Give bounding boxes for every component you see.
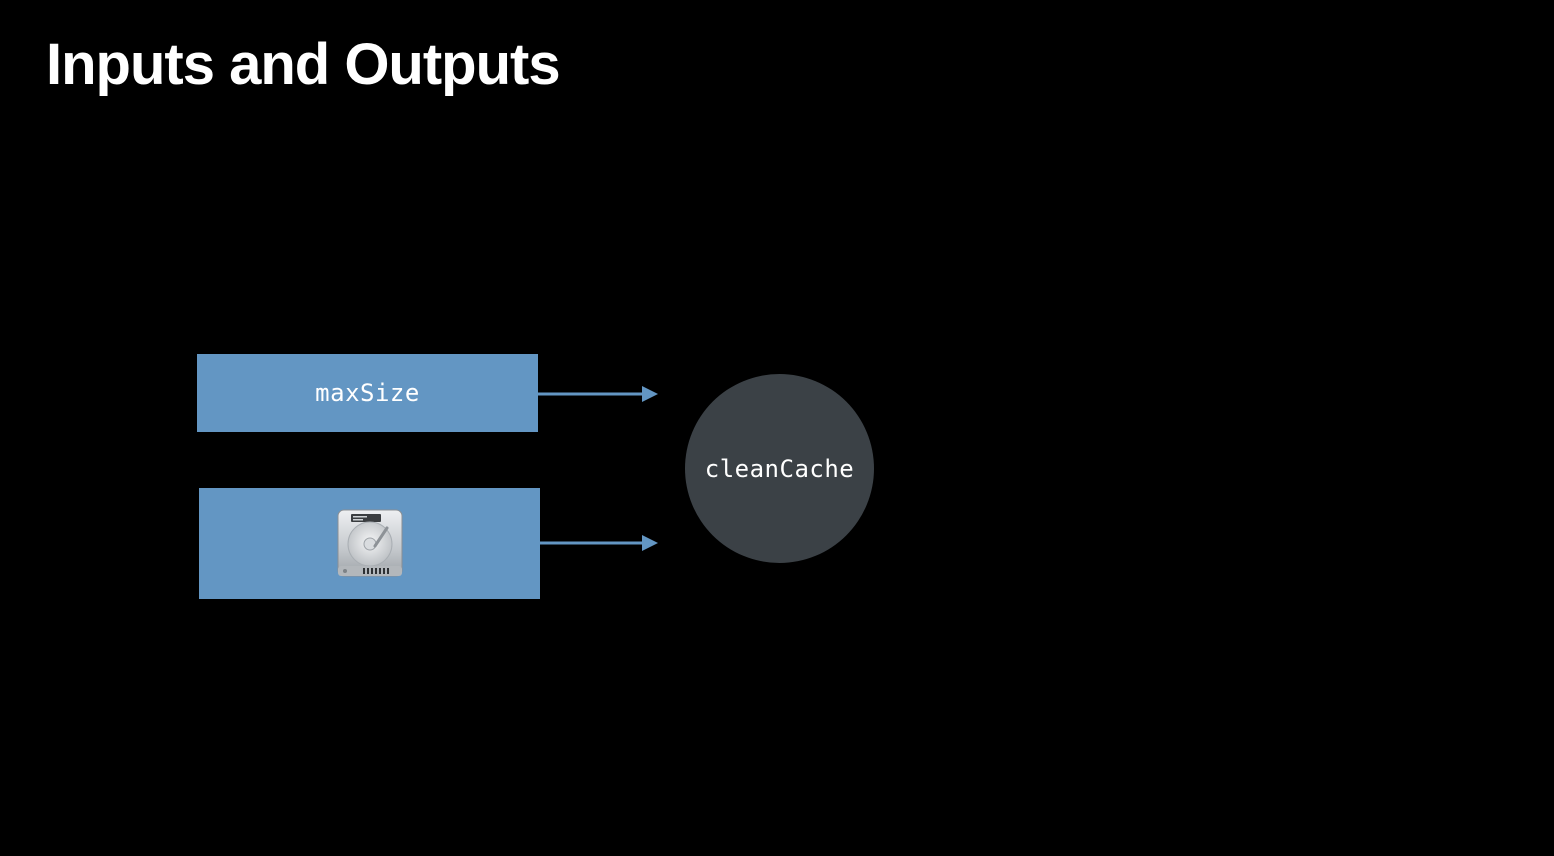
hard-drive-icon bbox=[337, 509, 402, 576]
arrow-right-icon bbox=[540, 535, 658, 551]
input-label-maxsize: maxSize bbox=[315, 379, 420, 407]
slide-title: Inputs and Outputs bbox=[46, 32, 561, 97]
input-box-maxsize: maxSize bbox=[197, 354, 538, 432]
function-label: cleanCache bbox=[704, 454, 855, 483]
function-node-cleancache: cleanCache bbox=[685, 374, 874, 563]
input-box-disk bbox=[199, 488, 540, 599]
arrow-right-icon bbox=[538, 386, 658, 402]
